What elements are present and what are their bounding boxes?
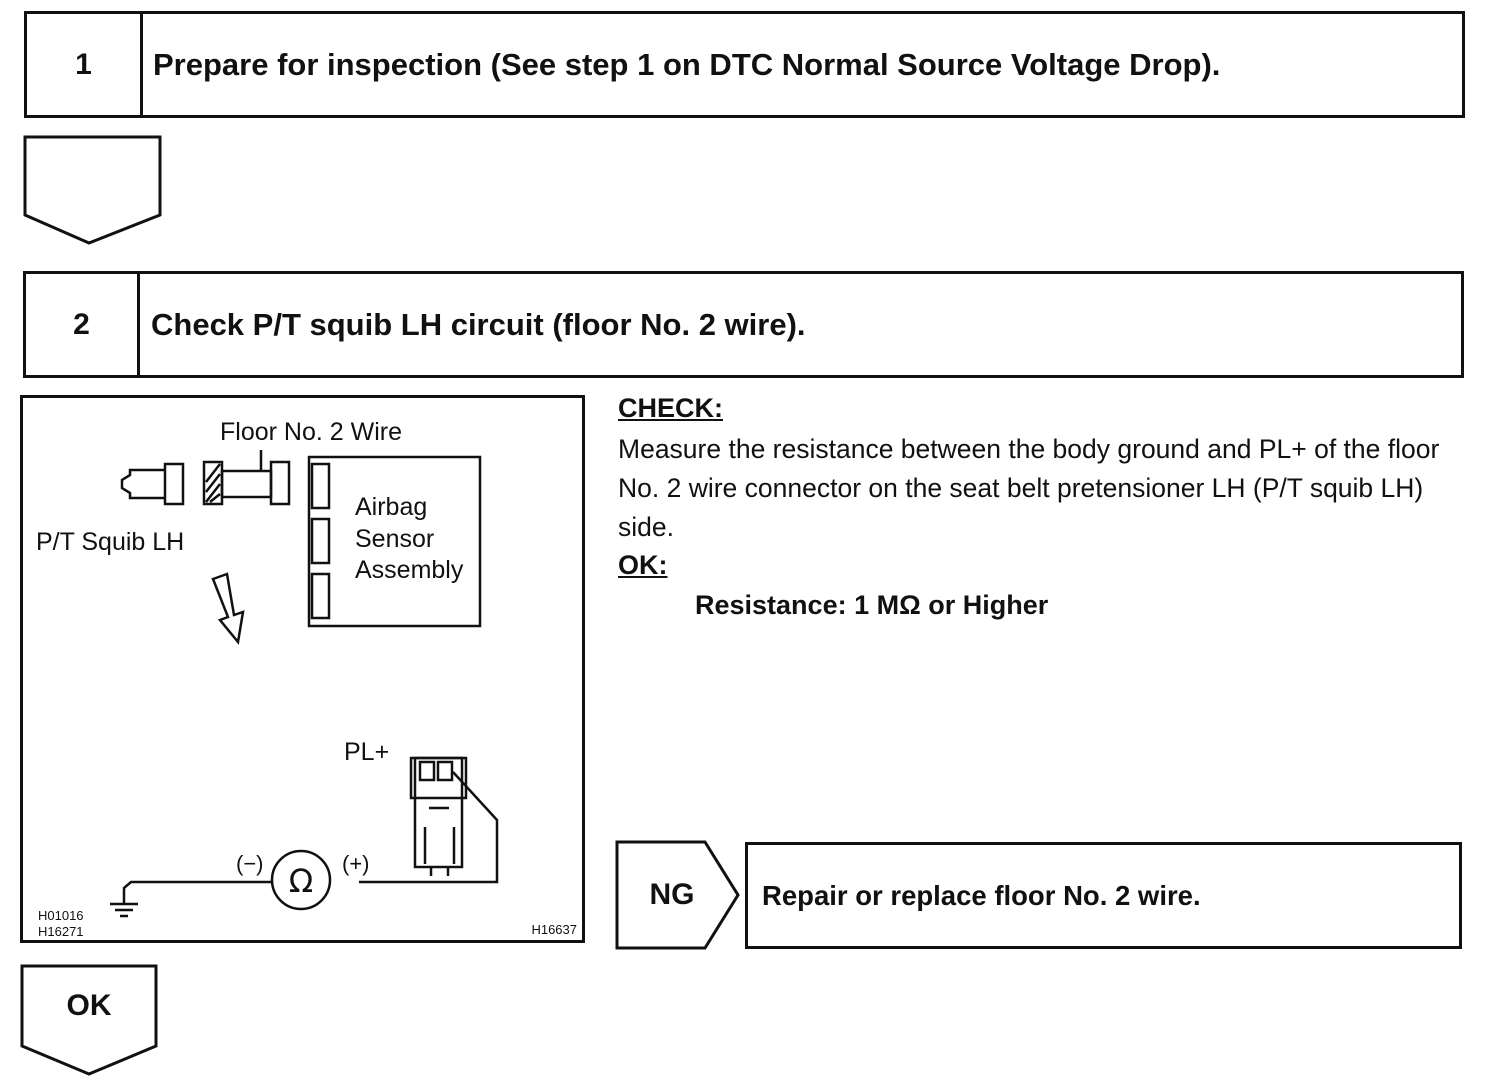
resistance-spec: Resistance: 1 MΩ or Higher (695, 590, 1049, 620)
ng-arrow-icon (615, 840, 740, 950)
step-1-title: Prepare for inspection (See step 1 on DT… (153, 46, 1221, 82)
squib-label: P/T Squib LH (36, 528, 185, 556)
figure-code-left-2: H16271 (38, 924, 84, 939)
down-arrow-icon (23, 135, 162, 245)
airbag-sensor-box (307, 455, 482, 628)
squib-connector-icon (120, 468, 165, 500)
sensor-label-line3: Assembly (355, 556, 464, 584)
minus-label: (−) (236, 851, 264, 876)
check-body: Measure the resistance between the body … (618, 434, 1440, 542)
ground-icon (110, 902, 138, 918)
floor-wire-label: Floor No. 2 Wire (220, 418, 402, 446)
repair-action-box: Repair or replace floor No. 2 wire. (745, 842, 1462, 949)
ohm-symbol: Ω (289, 862, 313, 900)
step-1-number: 1 (27, 14, 143, 115)
sensor-label-line1: Airbag (355, 493, 428, 521)
step-2-number: 2 (26, 274, 140, 375)
ng-label: NG (649, 878, 695, 911)
step-1-box: 1 Prepare for inspection (See step 1 on … (24, 11, 1465, 118)
terminal-label: PL+ (344, 738, 390, 766)
probe-lead-minus (122, 880, 272, 903)
plus-label: (+) (342, 851, 370, 876)
ok-heading: OK: (618, 550, 668, 580)
sensor-label-line2: Sensor (355, 525, 435, 553)
check-heading: CHECK: (618, 393, 723, 423)
step-2-box: 2 Check P/T squib LH circuit (floor No. … (23, 271, 1464, 378)
figure-code-left-1: H01016 (38, 908, 84, 923)
ohmmeter-icon (270, 849, 332, 911)
inspection-diagram: Ω Floor No. 2 Wire P/T Squib LH Airbag S… (20, 395, 585, 943)
step-2-title: Check P/T squib LH circuit (floor No. 2 … (151, 306, 806, 342)
diagram-drawing: Ω (110, 450, 499, 918)
ok-arrow-icon (20, 964, 158, 1076)
pl-connector-icon (409, 756, 468, 876)
probe-lead-plus (359, 771, 499, 884)
disconnect-arrow-icon (211, 572, 245, 645)
figure-code-right: H16637 (531, 922, 577, 937)
ok-label: OK (66, 989, 112, 1022)
